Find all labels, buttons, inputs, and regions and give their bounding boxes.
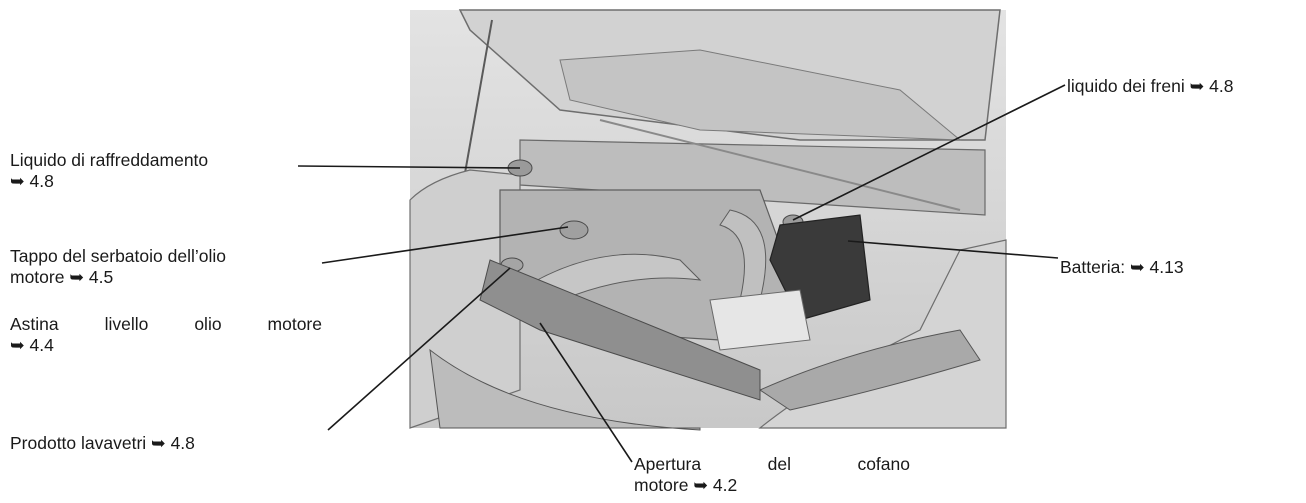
- label-oil-cap-line1: Tappo del serbatoio dell’olio: [10, 246, 226, 267]
- label-dipstick: Astina livello olio motore ➥ 4.4: [10, 314, 322, 356]
- label-battery-text: Batteria: ➥ 4.13: [1060, 257, 1184, 278]
- label-hood-release: Apertura del cofano motore ➥ 4.2: [634, 454, 910, 496]
- label-coolant-line1: Liquido di raffreddamento: [10, 150, 208, 171]
- label-hood-release-line1: Apertura del cofano: [634, 454, 910, 475]
- label-oil-cap-line2: motore ➥ 4.5: [10, 267, 226, 288]
- coolant-cap: [508, 160, 532, 176]
- label-washer-text: Prodotto lavavetri ➥ 4.8: [10, 433, 195, 454]
- label-washer: Prodotto lavavetri ➥ 4.8: [10, 433, 195, 454]
- label-brake-fluid-text: liquido dei freni ➥ 4.8: [1067, 76, 1233, 97]
- label-dipstick-line1: Astina livello olio motore: [10, 314, 322, 335]
- label-dipstick-line2: ➥ 4.4: [10, 335, 322, 356]
- label-brake-fluid: liquido dei freni ➥ 4.8: [1067, 76, 1233, 97]
- label-hood-release-line2: motore ➥ 4.2: [634, 475, 910, 496]
- label-battery: Batteria: ➥ 4.13: [1060, 257, 1184, 278]
- label-oil-cap: Tappo del serbatoio dell’olio motore ➥ 4…: [10, 246, 226, 288]
- label-coolant: Liquido di raffreddamento ➥ 4.8: [10, 150, 208, 192]
- fuse-box: [710, 290, 810, 350]
- label-coolant-line2: ➥ 4.8: [10, 171, 208, 192]
- oil-filler-cap: [560, 221, 588, 239]
